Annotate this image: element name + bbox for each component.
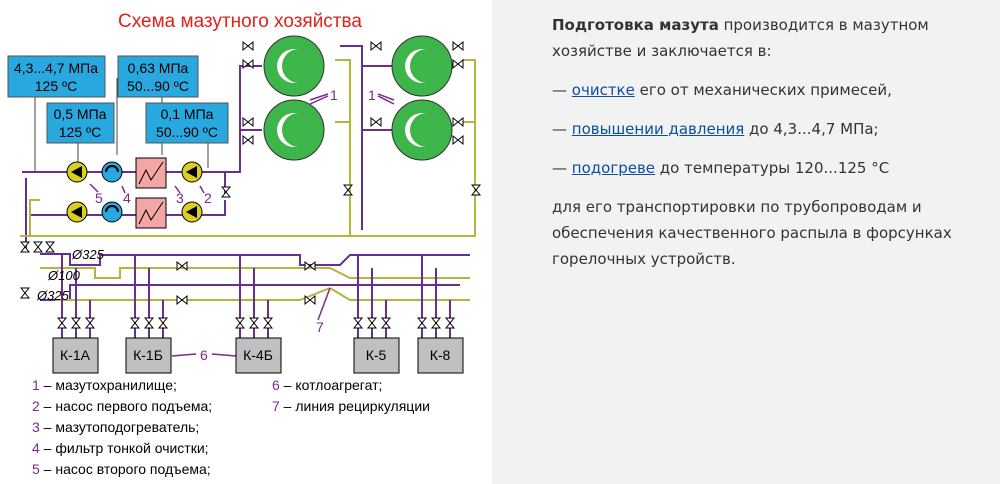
diagram-title: Схема мазутного хозяйства	[118, 11, 362, 32]
heater-icons	[135, 157, 167, 229]
callout-7: 7	[316, 319, 324, 335]
boiler-k4b-label: К-4Б	[243, 347, 273, 363]
callout-leaders	[89, 93, 395, 357]
boiler-k4b: К-4Б	[235, 337, 282, 374]
pipe-labels: Ø325 Ø100 Ø325	[36, 247, 105, 303]
boiler-k5-label: К-5	[366, 347, 387, 363]
diagram-panel: Схема мазутного хозяйства	[0, 0, 492, 484]
boiler-k8-label: К-8	[430, 347, 451, 363]
param-box-3-line2: 125 ºС	[59, 124, 101, 140]
legend-item: 5 – насос второго подъема;	[32, 461, 211, 477]
legend-item: 4 – фильтр тонкой очистки;	[32, 440, 209, 456]
param-box-4-line2: 50...90 ºС	[156, 124, 218, 140]
callout-3: 3	[176, 190, 184, 206]
item-rest: его от механических примесей,	[634, 81, 892, 99]
legend-item: 1 – мазутохранилище;	[32, 377, 177, 393]
param-box-3: 0,5 МПа 125 ºС	[46, 102, 115, 144]
list-item: — подогреве до температуры 120...125 °С	[552, 155, 980, 181]
boiler-k1b-label: К-1Б	[133, 347, 163, 363]
item-dash: —	[552, 120, 572, 138]
link-heating[interactable]: подогреве	[571, 159, 656, 177]
callout-2: 2	[204, 190, 212, 206]
intro-rest: производится в мазутном хозяйстве и закл…	[552, 16, 929, 60]
tank-icons	[263, 35, 453, 161]
link-cleaning[interactable]: очистке	[571, 81, 635, 99]
callout-4: 4	[123, 190, 131, 206]
item-dash: —	[552, 81, 572, 99]
item-dash: —	[552, 159, 572, 177]
pump-icons	[66, 161, 203, 223]
param-box-3-line1: 0,5 МПа	[54, 106, 107, 122]
legend-item: 3 – мазутоподогреватель;	[32, 419, 199, 435]
param-box-2-line2: 50...90 ºС	[127, 78, 189, 94]
legend-item: 7 – линия рециркуляции	[272, 398, 430, 414]
intro-paragraph: Подготовка мазута производится в мазутно…	[552, 12, 980, 64]
list-item: — повышении давления до 4,3...4,7 МПа;	[552, 116, 980, 142]
pipe-label-d325-bottom: Ø325	[36, 288, 70, 303]
boiler-k1a: К-1А	[52, 337, 99, 374]
legend-left: 1 – мазутохранилище; 2 – насос первого п…	[32, 377, 212, 477]
param-box-2-line1: 0,63 МПа	[128, 60, 189, 76]
callout-1b: 1	[368, 87, 376, 103]
description-panel: Подготовка мазута производится в мазутно…	[492, 0, 1000, 484]
param-box-4: 0,1 МПа 50...90 ºС	[145, 102, 229, 144]
fuel-oil-scheme: Схема мазутного хозяйства	[7, 11, 481, 477]
param-box-1-line1: 4,3...4,7 МПа	[14, 60, 98, 76]
param-box-1-line2: 125 ºС	[35, 78, 77, 94]
param-box-2: 0,63 МПа 50...90 ºС	[117, 55, 199, 98]
item-rest: до 4,3...4,7 МПа;	[744, 120, 879, 138]
legend-item: 2 – насос первого подъема;	[32, 398, 212, 414]
callout-1a: 1	[330, 87, 338, 103]
param-box-1: 4,3...4,7 МПа 125 ºС	[7, 55, 106, 98]
item-rest: до температуры 120...125 °С	[655, 159, 890, 177]
callout-numbers: 1 1 5 4 3 2 6 7	[95, 87, 376, 363]
callout-6: 6	[200, 347, 208, 363]
pipe-label-d100: Ø100	[47, 268, 81, 283]
outro-paragraph: для его транспортировки по трубопроводам…	[552, 198, 952, 268]
callout-5: 5	[95, 190, 103, 206]
boiler-k1a-label: К-1А	[60, 347, 91, 363]
param-box-4-line1: 0,1 МПа	[161, 106, 214, 122]
boiler-k8: К-8	[417, 337, 464, 374]
pipe-label-d325-top: Ø325	[71, 247, 105, 262]
legend-right: 6 – котлоагрегат; 7 – линия рециркуляции	[272, 377, 430, 414]
link-pressure[interactable]: повышении давления	[571, 120, 745, 138]
legend-item: 6 – котлоагрегат;	[272, 377, 382, 393]
boiler-k1b: К-1Б	[125, 337, 172, 374]
intro-bold: Подготовка мазута	[552, 16, 719, 34]
boiler-k5: К-5	[353, 337, 400, 374]
list-item: — очистке его от механических примесей,	[552, 77, 980, 103]
